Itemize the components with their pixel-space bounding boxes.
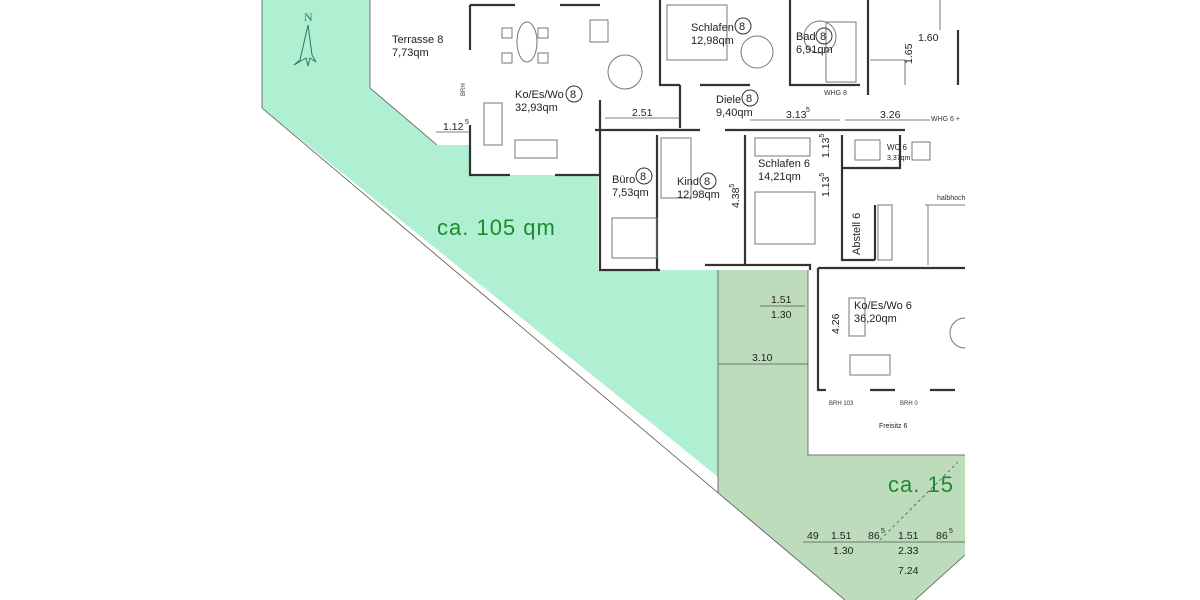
- room-freisitz6-name: Freisitz 6: [879, 423, 908, 430]
- dim-value: 1.13: [820, 137, 832, 158]
- room-schlafen6-name: Schlafen 6: [758, 158, 810, 170]
- dim-4-26: 4.26: [830, 313, 842, 334]
- walls: [468, 0, 965, 456]
- room-wc6-name: WC 6: [887, 143, 908, 152]
- dim-bottom-86-a: 86: [868, 530, 880, 542]
- room-kowo6-area: 36,20qm: [854, 313, 897, 325]
- label-halbhoch: halbhoch: [937, 195, 966, 202]
- room-diele8-name: Diele: [716, 94, 741, 106]
- dim-1-60: 1.60: [918, 32, 939, 44]
- dim-3-26: 3.26: [880, 109, 901, 121]
- dim-value: 1.13: [820, 176, 832, 197]
- dim-1-30: 1.30: [771, 309, 792, 321]
- dim-4-38: 4.385: [729, 184, 742, 208]
- room-number-circle: [635, 167, 653, 185]
- terrace-edge-line: [369, 87, 438, 146]
- dim-1-12: 1.12: [443, 121, 464, 133]
- dashed-line: [879, 461, 959, 541]
- label-brh: BRH: [461, 83, 467, 96]
- room-number-circle: [815, 27, 833, 45]
- dim-1-65: 1.65: [903, 43, 915, 64]
- dim-superscript: 5: [819, 134, 826, 138]
- dim-bottom-2-33: 2.33: [898, 545, 919, 557]
- room-diele8-area: 9,40qm: [716, 107, 753, 119]
- room-kind8-area: 12,98qm: [677, 189, 720, 201]
- dim-superscript: 5: [806, 107, 810, 114]
- room-buero8-name: Büro: [612, 174, 635, 186]
- compass-label: N: [304, 10, 313, 24]
- room-number-circle: [699, 172, 717, 190]
- label-whg8: WHG 8: [824, 90, 847, 97]
- dim-1-13-upper: 1.135: [819, 134, 832, 158]
- room-kowo8-area: 32,93qm: [515, 102, 558, 114]
- dim-3-10: 3.10: [752, 352, 773, 364]
- dim-bottom-86-b: 86: [936, 530, 948, 542]
- dim-bottom-7-24: 7.24: [898, 565, 919, 577]
- room-terrasse-8-area: 7,73qm: [392, 47, 429, 59]
- blank-margin: [965, 0, 1200, 600]
- room-schlafen8-area: 12,98qm: [691, 35, 734, 47]
- room-kowo6-name: Ko/Es/Wo 6: [854, 300, 912, 312]
- dim-1-51: 1.51: [771, 294, 792, 306]
- room-diele8-num: 8: [746, 93, 752, 105]
- room-kind8-num: 8: [704, 176, 710, 188]
- garden-small: [718, 270, 965, 600]
- room-kowo8-name: Ko/Es/Wo: [515, 89, 564, 101]
- dim-value: 4.38: [730, 187, 742, 208]
- area-label-small: ca. 15: [888, 472, 954, 497]
- dim-superscript: 5: [881, 528, 885, 535]
- garden-large: [262, 0, 718, 477]
- room-kind8-name: Kind: [677, 176, 699, 188]
- dim-2-51: 2.51: [632, 107, 653, 119]
- label-brh-0: BRH 0: [900, 401, 918, 407]
- room-schlafen8-num: 8: [739, 21, 745, 33]
- room-bad8-num: 8: [820, 31, 826, 43]
- room-abstell6-name: Abstell 6: [851, 213, 863, 255]
- room-kowo8-num: 8: [570, 89, 576, 101]
- label-whg6: WHG 6 +: [931, 116, 960, 123]
- dim-bottom-1-30: 1.30: [833, 545, 854, 557]
- area-label-large: ca. 105 qm: [437, 215, 556, 240]
- furniture: [483, 4, 981, 376]
- room-terrasse-8-name: Terrasse 8: [392, 34, 443, 46]
- room-wc6-area: 3,37qm: [887, 155, 911, 162]
- property-boundary-line: [914, 554, 966, 600]
- dim-bottom-49: 49: [807, 530, 819, 542]
- room-bad8-area: 6,91qm: [796, 44, 833, 56]
- room-number-circle: [565, 85, 583, 103]
- room-buero8-num: 8: [640, 171, 646, 183]
- room-schlafen6-area: 14,21qm: [758, 171, 801, 183]
- north-arrow-icon: [293, 24, 317, 67]
- room-buero8-area: 7,53qm: [612, 187, 649, 199]
- dim-superscript: 5: [729, 184, 736, 188]
- label-brh-103: BRH 103: [829, 401, 854, 407]
- dim-bottom-1-51-a: 1.51: [831, 530, 852, 542]
- dim-superscript: 5: [819, 173, 826, 177]
- room-bad8-name: Bad: [796, 31, 816, 43]
- room-number-circle: [734, 17, 752, 35]
- dim-superscript: 5: [949, 528, 953, 535]
- dim-3-13: 3.13: [786, 109, 807, 121]
- dim-1-13-lower: 1.135: [819, 173, 832, 197]
- dim-bottom-1-51-b: 1.51: [898, 530, 919, 542]
- room-number-circle: [741, 89, 759, 107]
- property-boundary-line: [261, 107, 846, 600]
- room-schlafen8-name: Schlafen: [691, 22, 734, 34]
- dim-superscript: 5: [465, 119, 469, 126]
